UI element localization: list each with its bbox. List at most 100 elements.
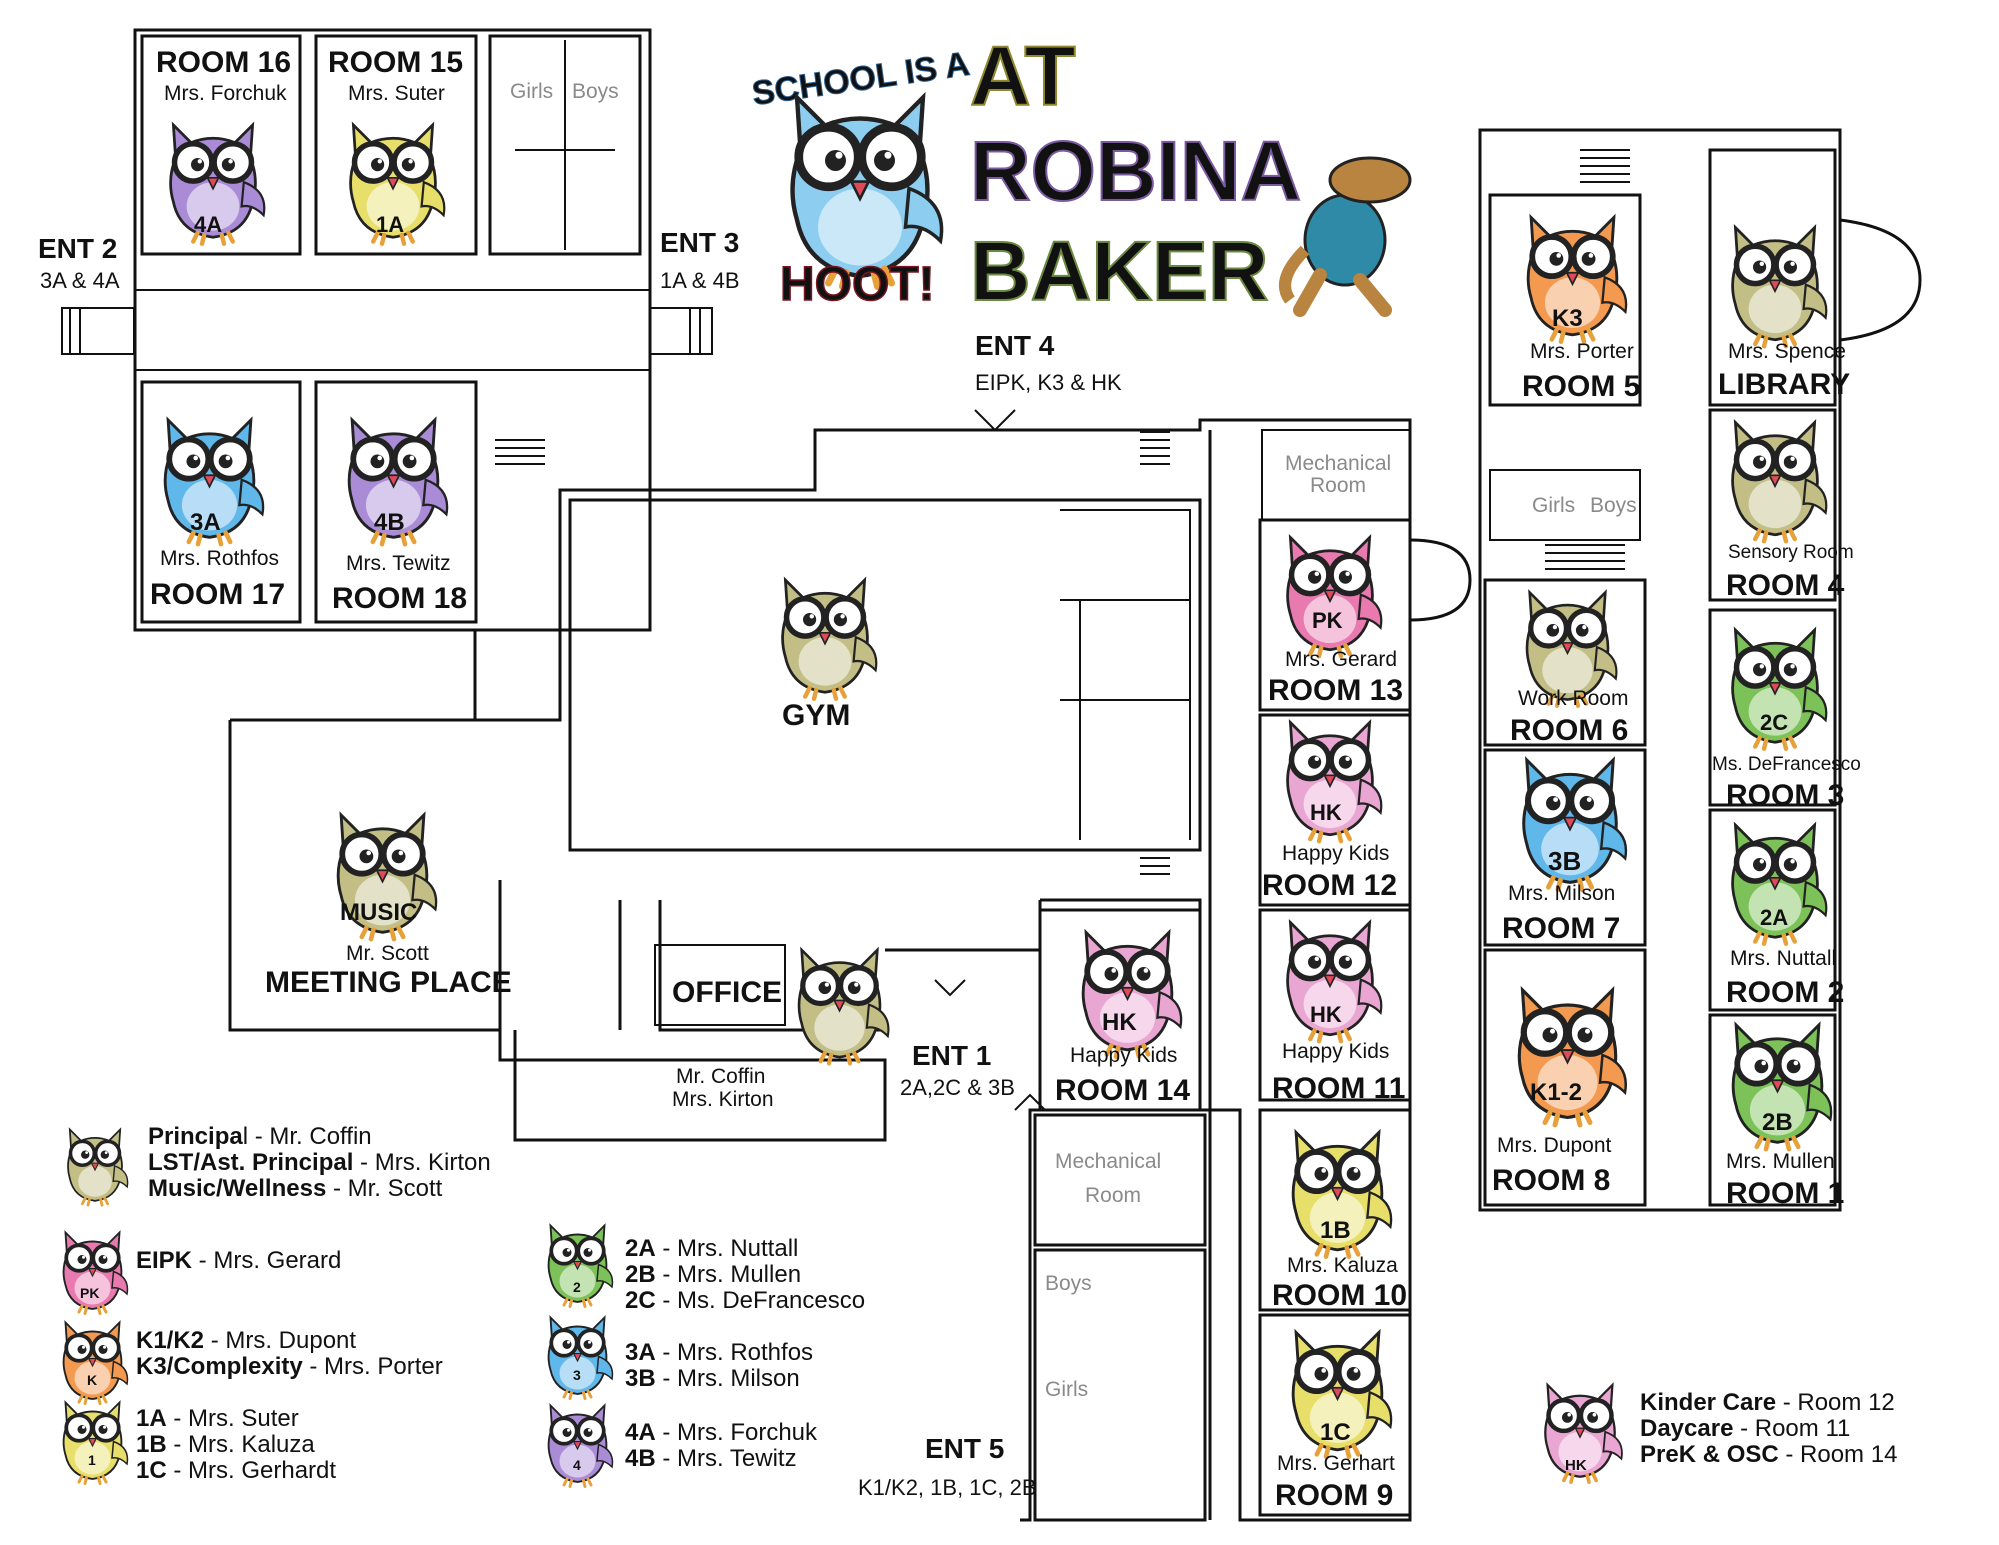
legend: Principal - Mr. Coffin LST/Ast. Principa… xyxy=(61,1123,1897,1488)
dinosaur-mascot-icon xyxy=(1279,156,1412,317)
room1-teacher: Mrs. Mullen xyxy=(1726,1150,1835,1173)
legend-eipk: EIPK - Mrs. Gerard xyxy=(136,1247,341,1274)
music-badge: MUSIC xyxy=(340,899,417,926)
ent5-boys-label: Boys xyxy=(1045,1272,1092,1295)
legend-care-3: PreK & OSC - Room 14 xyxy=(1640,1441,1897,1468)
ent5-sub: K1/K2, 1B, 1C, 2B xyxy=(858,1475,1037,1500)
school-logo: SCHOOL IS A HOOT! AT ROBINA BAKER xyxy=(749,28,1412,319)
room4-name: ROOM 4 xyxy=(1726,569,1845,602)
room2-badge: 2A xyxy=(1760,905,1788,930)
legend-g3-1: 3A - Mrs. Rothfos xyxy=(625,1339,813,1366)
room5-badge: K3 xyxy=(1552,305,1583,332)
owl-pk-icon xyxy=(1288,538,1382,657)
room12-name: ROOM 12 xyxy=(1262,869,1397,902)
room4-teacher: Sensory Room xyxy=(1728,542,1854,563)
room1-name: ROOM 1 xyxy=(1726,1177,1844,1210)
mech1-label: Mechanical xyxy=(1285,452,1391,475)
legend-staff-1: Principal - Mr. Coffin xyxy=(148,1123,372,1150)
room13-teacher: Mrs. Gerard xyxy=(1285,648,1397,671)
gym-name: GYM xyxy=(782,699,850,732)
library-name: LIBRARY xyxy=(1718,368,1850,401)
room13-name: ROOM 13 xyxy=(1268,674,1403,707)
room16-teacher: Mrs. Forchuk xyxy=(164,82,287,105)
room16-name: ROOM 16 xyxy=(156,46,291,79)
owl-gym-icon xyxy=(783,580,877,699)
legend-staff-2: LST/Ast. Principal - Mrs. Kirton xyxy=(148,1149,491,1176)
room18-badge: 4B xyxy=(374,509,405,536)
owl-room14-icon xyxy=(1083,933,1181,1057)
room17-teacher: Mrs. Rothfos xyxy=(160,547,279,570)
legend-g4-badge: 4 xyxy=(573,1457,581,1473)
room8-badge: K1-2 xyxy=(1530,1079,1582,1106)
ent3-sub: 1A & 4B xyxy=(660,268,740,293)
owl-library-icon xyxy=(1733,228,1827,347)
room3-teacher: Ms. DeFrancesco xyxy=(1712,754,1861,775)
room16-badge: 4A xyxy=(194,212,222,237)
room10-name: ROOM 10 xyxy=(1272,1279,1407,1312)
room11-badge: HK xyxy=(1310,1002,1342,1027)
mech2-room: Room xyxy=(1085,1184,1141,1207)
legend-staff-3: Music/Wellness - Mr. Scott xyxy=(148,1175,443,1202)
room18-teacher: Mrs. Tewitz xyxy=(346,552,451,575)
legend-g2-3: 2C - Ms. DeFrancesco xyxy=(625,1287,865,1314)
legend-k-badge: K xyxy=(87,1372,97,1388)
building-walls xyxy=(61,28,1922,1522)
room11-teacher: Happy Kids xyxy=(1282,1040,1389,1063)
room2-teacher: Mrs. Nuttall xyxy=(1730,947,1836,970)
room14-badge: HK xyxy=(1102,1009,1137,1036)
ent1-label: ENT 1 xyxy=(912,1040,991,1071)
legend-eipk-owl-icon xyxy=(61,1230,130,1315)
office-staff2: Mrs. Kirton xyxy=(672,1088,774,1111)
legend-g2-badge: 2 xyxy=(573,1279,581,1295)
ew-girls-label: Girls xyxy=(1532,494,1575,517)
ent2-label: ENT 2 xyxy=(38,233,117,264)
nw-boys-label: Boys xyxy=(572,80,619,103)
ent1-sub: 2A,2C & 3B xyxy=(900,1075,1015,1100)
room-labels: ROOM 16 Mrs. Forchuk 4A ROOM 15 Mrs. Sut… xyxy=(150,46,1861,1512)
room10-teacher: Mrs. Kaluza xyxy=(1287,1254,1398,1277)
room8-teacher: Mrs. Dupont xyxy=(1497,1134,1612,1157)
room15-name: ROOM 15 xyxy=(328,46,463,79)
room7-teacher: Mrs. Milson xyxy=(1508,882,1615,905)
owl-sensory-icon xyxy=(1733,423,1827,542)
room15-teacher: Mrs. Suter xyxy=(348,82,445,105)
legend-g1-2: 1B - Mrs. Kaluza xyxy=(136,1431,315,1458)
legend-g2-1: 2A - Mrs. Nuttall xyxy=(625,1235,798,1262)
ent4-label: ENT 4 xyxy=(975,330,1055,361)
room2-name: ROOM 2 xyxy=(1726,976,1844,1009)
legend-g1-owl-icon xyxy=(61,1400,130,1485)
room17-name: ROOM 17 xyxy=(150,578,285,611)
legend-g4-1: 4A - Mrs. Forchuk xyxy=(625,1419,818,1446)
room6-teacher: Work Room xyxy=(1518,687,1628,710)
legend-care-1: Kinder Care - Room 12 xyxy=(1640,1389,1895,1416)
room9-name: ROOM 9 xyxy=(1275,1479,1393,1512)
room6-name: ROOM 6 xyxy=(1510,714,1628,747)
room1-badge: 2B xyxy=(1762,1109,1793,1136)
ew-boys-label: Boys xyxy=(1590,494,1637,517)
room5-name: ROOM 5 xyxy=(1522,370,1640,403)
office-staff1: Mr. Coffin xyxy=(676,1065,765,1088)
room17-badge: 3A xyxy=(190,509,221,536)
ent5-girls-label: Girls xyxy=(1045,1378,1088,1401)
mech1-room: Room xyxy=(1310,474,1366,497)
ent2-sub: 3A & 4A xyxy=(40,268,120,293)
room10-badge: 1B xyxy=(1320,1217,1351,1244)
room9-badge: 1C xyxy=(1320,1419,1351,1446)
nw-girls-label: Girls xyxy=(510,80,553,103)
room3-name: ROOM 3 xyxy=(1726,779,1844,812)
library-teacher: Mrs. Spence xyxy=(1728,340,1846,363)
room11-name: ROOM 11 xyxy=(1272,1072,1405,1105)
entrance-labels: ENT 2 3A & 4A ENT 3 1A & 4B ENT 4 EIPK, … xyxy=(38,227,1122,1500)
room14-name: ROOM 14 xyxy=(1055,1074,1190,1107)
room7-badge: 3B xyxy=(1548,846,1581,876)
room14-teacher: Happy Kids xyxy=(1070,1044,1177,1067)
room3-badge: 2C xyxy=(1760,710,1788,735)
legend-g3-2: 3B - Mrs. Milson xyxy=(625,1365,800,1392)
logo-robina: ROBINA xyxy=(970,124,1301,218)
room7-name: ROOM 7 xyxy=(1502,912,1620,945)
owl-office-icon xyxy=(799,950,888,1063)
room5-teacher: Mrs. Porter xyxy=(1530,340,1634,363)
legend-g4-owl-icon xyxy=(546,1403,615,1488)
room12-badge: HK xyxy=(1310,800,1342,825)
logo-at: AT xyxy=(970,29,1076,123)
